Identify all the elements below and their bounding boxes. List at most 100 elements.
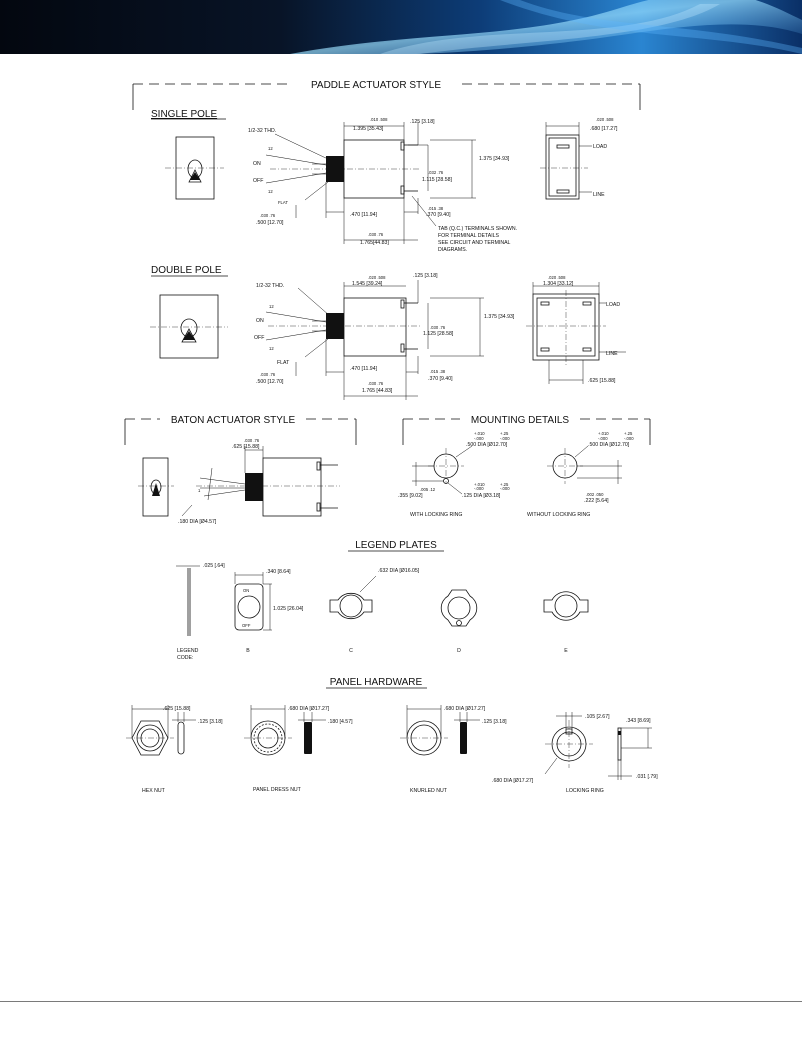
dp-dim-470: .470 [11.94]	[350, 366, 378, 372]
technical-drawing: PADDLE ACTUATOR STYLE SINGLE POLE	[124, 80, 658, 794]
sp-on-label: ON	[253, 161, 261, 167]
dp-dim-370: .370 [9.40]	[428, 376, 453, 382]
locking-ring-drawing	[544, 712, 652, 780]
dp-dim-125: .125 [3.18]	[413, 273, 438, 279]
legend-edge-view	[176, 565, 200, 636]
sp-dim-1115: 1.115 [28.58]	[422, 177, 452, 183]
mounting-without-ring	[547, 445, 622, 484]
section-title-double-pole: DOUBLE POLE	[151, 265, 222, 276]
hex-nut-drawing	[126, 705, 196, 756]
hw-knurl-width: .680 DIA [Ø17.27]	[444, 706, 486, 712]
section-title-paddle: PADDLE ACTUATOR STYLE	[311, 80, 441, 91]
lp-code-e: E	[564, 648, 568, 654]
sp-tab-note-2: FOR TERMINAL DETAILS	[438, 233, 500, 239]
svg-text:+.25: +.25	[500, 482, 509, 487]
hw-ring-thickness: .031 [.79]	[636, 774, 658, 780]
svg-text:12: 12	[269, 304, 274, 309]
lp-dim-340: .340 [8.64]	[266, 569, 291, 575]
sp-dim-680: .680 [17.27]	[590, 126, 618, 132]
mt-dim-222: .222 [5.64]	[584, 498, 609, 504]
mt-dim-500-b: .500 DIA [Ø12.70]	[588, 442, 630, 448]
panel-dress-nut-drawing	[244, 705, 326, 756]
baton-dim-625: .625 [15.88]	[232, 444, 260, 450]
svg-text:.032 .76: .032 .76	[428, 170, 444, 175]
svg-text:+.010: +.010	[474, 482, 485, 487]
single-pole-end-view	[540, 122, 592, 200]
baton-front-view	[138, 457, 174, 517]
hw-hex-label: HEX NUT	[142, 788, 166, 794]
dp-dim-500: .500 [12.70]	[256, 379, 284, 385]
lp-code-c: C	[349, 648, 353, 654]
baton-actuator-section: BATON ACTUATOR STYLE .030 .76 .625	[124, 415, 357, 525]
svg-text:+.25: +.25	[500, 431, 509, 436]
sp-dim-500: .500 [12.70]	[256, 220, 284, 226]
svg-text:12: 12	[269, 346, 274, 351]
svg-text:-.000: -.000	[500, 486, 510, 491]
svg-text:.020 .508: .020 .508	[596, 117, 614, 122]
svg-text:-.000: -.000	[500, 436, 510, 441]
svg-text:-.000: -.000	[598, 436, 608, 441]
sp-dim-470: .470 [11.94]	[350, 212, 378, 218]
hw-ring-dia: .680 DIA [Ø17.27]	[492, 778, 534, 784]
svg-text:.015 .38: .015 .38	[428, 206, 444, 211]
hw-hex-thickness: .125 [3.18]	[198, 719, 223, 725]
single-pole-section: SINGLE POLE	[151, 109, 618, 253]
double-pole-section: DOUBLE POLE	[150, 265, 626, 400]
svg-text:.020 .508: .020 .508	[368, 275, 386, 280]
svg-text:.030 .76: .030 .76	[430, 325, 446, 330]
sp-thread-label: 1/2-32 THD.	[248, 128, 276, 134]
dp-line-label: LINE	[606, 351, 618, 357]
mt-dim-500-a: .500 DIA [Ø12.70]	[466, 442, 508, 448]
double-pole-front-view	[150, 294, 228, 359]
legend-plates-section: LEGEND PLATES .025 [.64] LEGEND CODE: .3…	[176, 540, 589, 661]
dp-dim-1125: 1.125 [28.58]	[423, 331, 454, 337]
sp-load-label: LOAD	[593, 144, 607, 150]
svg-text:.030 .76: .030 .76	[368, 381, 384, 386]
mt-with-ring-label: WITH LOCKING RING	[410, 512, 462, 518]
legend-plate-e	[543, 591, 589, 621]
legend-plate-b	[234, 572, 272, 631]
svg-text:12: 12	[268, 189, 273, 194]
svg-text:.010 .508: .010 .508	[370, 117, 388, 122]
svg-text:+.25: +.25	[624, 431, 633, 436]
svg-text:.030 .76: .030 .76	[260, 213, 276, 218]
hw-ring-label: LOCKING RING	[566, 788, 604, 794]
dp-flat-label: FLAT	[277, 360, 290, 366]
sp-tab-note-4: DIAGRAMS.	[438, 247, 467, 253]
legend-plate-d	[440, 589, 478, 627]
dp-dim-1304: 1.304 [33.12]	[543, 281, 574, 287]
sp-dim-370: .370 [9.40]	[426, 212, 451, 218]
hw-hex-width: .625 [15.88]	[163, 706, 191, 712]
section-title-mounting: MOUNTING DETAILS	[471, 415, 569, 426]
header-banner	[0, 0, 802, 54]
lp-off-label: OFF	[242, 623, 251, 628]
lp-on-label: ON	[243, 588, 249, 593]
paddle-actuator-frame: PADDLE ACTUATOR STYLE	[132, 80, 641, 110]
section-title-single-pole: SINGLE POLE	[151, 109, 217, 120]
sp-dim-1765: 1.765[44.83]	[360, 240, 389, 246]
hw-dress-label: PANEL DRESS NUT	[253, 787, 302, 793]
lp-dim-632: .632 DIA [Ø16.05]	[378, 568, 420, 574]
section-title-baton: BATON ACTUATOR STYLE	[171, 415, 296, 426]
svg-text:-.000: -.000	[624, 436, 634, 441]
svg-text:.020 .508: .020 .508	[548, 275, 566, 280]
mounting-with-ring	[412, 445, 473, 495]
hw-dress-width: .680 DIA [Ø17.27]	[288, 706, 330, 712]
hw-dress-thickness: .180 [4.57]	[328, 719, 353, 725]
lp-code-b: B	[246, 648, 250, 654]
dp-dim-1545: 1.545 [39.24]	[352, 281, 383, 287]
lp-dim-025: .025 [.64]	[203, 563, 225, 569]
lp-legend-2: CODE:	[177, 655, 193, 661]
svg-text:+.010: +.010	[598, 431, 609, 436]
dp-dim-1765: 1.765 [44.83]	[362, 388, 393, 394]
svg-text:.005 .12: .005 .12	[420, 487, 436, 492]
dp-dim-625: .625 [15.88]	[588, 378, 616, 384]
single-pole-front-view	[165, 136, 224, 200]
svg-text:.015 .38: .015 .38	[430, 369, 446, 374]
baton-dim-180: .180 DIA [Ø4.57]	[178, 519, 217, 525]
section-title-hardware: PANEL HARDWARE	[330, 677, 423, 688]
svg-text:+.010: +.010	[474, 431, 485, 436]
lp-code-d: D	[457, 648, 461, 654]
hw-ring-height: .343 [8.69]	[626, 718, 651, 724]
svg-text:12: 12	[268, 146, 273, 151]
